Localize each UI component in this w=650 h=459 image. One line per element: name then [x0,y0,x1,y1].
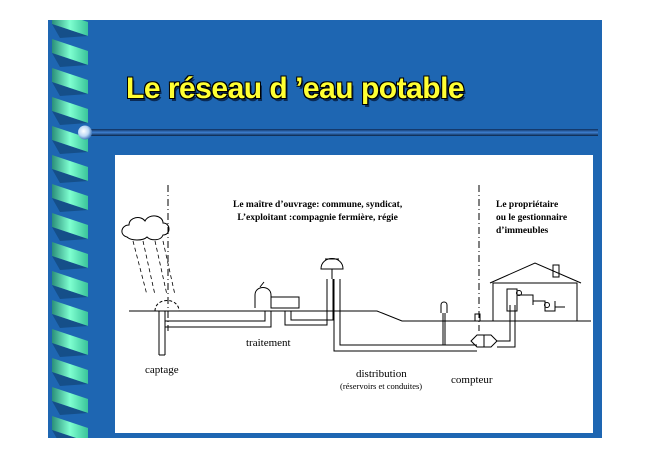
pipe-to-treatment [165,311,272,328]
label-traitement: traitement [246,337,291,349]
water-tower [320,258,344,279]
ribbon-shadow [52,343,88,357]
ribbon-band [52,213,88,239]
captage-well [154,300,180,356]
ribbon-band [52,155,88,181]
ribbon-shadow [52,198,88,212]
ribbon-band [52,358,88,384]
proprietor-label-line1: Le propriétaire [496,200,559,210]
ribbon-band [52,126,88,152]
decorative-ribbon [52,20,88,438]
ribbon-shadow [52,111,88,125]
ribbon-shadow [52,285,88,299]
proprietor-label-line3: d’immeubles [496,226,549,236]
ribbon-shadow [52,227,88,241]
network-diagram [121,185,591,356]
ribbon-band [52,39,88,65]
pipe-to-house [497,305,516,348]
cloud-icon [121,215,170,241]
pipe-to-tower [284,279,334,326]
slide: Le réseau d ’eau potable [48,20,602,438]
ribbon-shadow [52,82,88,96]
ribbon-shadow [52,401,88,415]
ribbon-band [52,387,88,413]
ribbon-shadow [52,256,88,270]
proprietor-label-line2: ou le gestionnaire [496,213,568,223]
ribbon-band [52,97,88,123]
ribbon-shadow [52,314,88,328]
ribbon-band [52,271,88,297]
treatment-plant [254,281,300,309]
ribbon-shadow [52,430,76,438]
rain-lines [132,240,176,296]
ribbon-band [52,184,88,210]
label-distribution: distribution [356,368,407,380]
owner-label: Le maître d’ouvrage: commune, syndicat, … [233,199,402,225]
proprietor-label: Le propriétaire ou le gestionnaire d’imm… [496,199,567,238]
ribbon-band [52,20,88,36]
water-meter [470,334,498,348]
ribbon-band [52,329,88,355]
ribbon-band [52,300,88,326]
slide-title: Le réseau d ’eau potable [126,72,465,105]
ribbon-shadow [52,140,88,154]
label-compteur: compteur [451,374,493,386]
owner-label-line2: L’exploitant :compagnie fermière, régie [237,213,398,223]
label-captage: captage [145,364,179,376]
ribbon-shadow [52,24,88,38]
house [489,262,582,322]
ribbon-band [52,416,88,438]
ribbon-shadow [52,169,88,183]
ground-hatching [175,310,445,322]
ribbon-shadow [52,53,88,67]
hydrant [440,301,448,345]
network-diagram-panel: Le maître d’ouvrage: commune, syndicat, … [115,155,593,433]
title-divider [78,125,598,140]
ground-line [129,310,591,322]
ribbon-band [52,242,88,268]
ribbon-band [52,68,88,94]
distribution-main [333,279,477,352]
label-distribution-sub: (réservoirs et conduites) [340,381,423,391]
owner-label-line1: Le maître d’ouvrage: commune, syndicat, [233,200,403,210]
ribbon-shadow [52,372,88,386]
